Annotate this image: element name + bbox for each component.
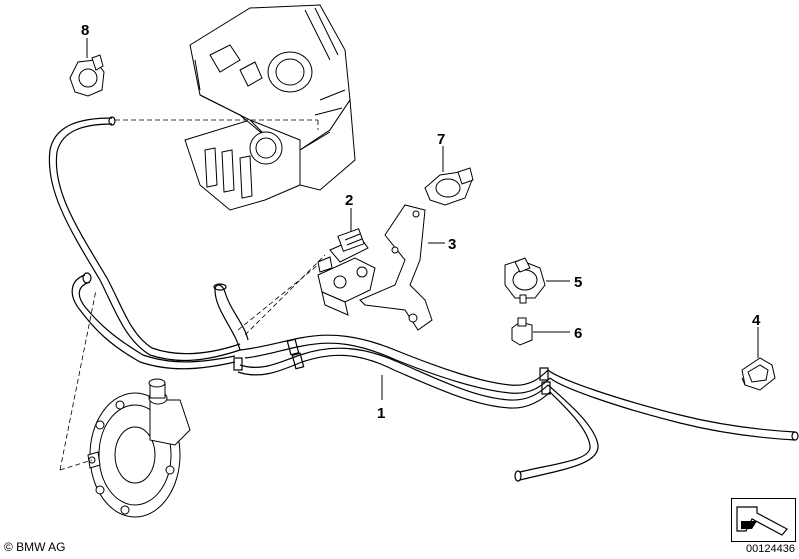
callout-6[interactable]: 6 <box>574 325 582 342</box>
callout-3[interactable]: 3 <box>448 236 456 253</box>
air-filter-housing <box>184 4 356 211</box>
bracket <box>359 204 433 331</box>
hose-clamp-part-5 <box>504 257 546 304</box>
leader-lines <box>86 38 759 400</box>
clamp-part-7 <box>424 167 474 206</box>
callout-8[interactable]: 8 <box>81 22 89 39</box>
callout-7[interactable]: 7 <box>437 131 445 148</box>
clip-part-8 <box>69 54 105 97</box>
arrow-icon-graphic <box>736 506 788 536</box>
clip-part-4 <box>741 357 776 391</box>
copyright-label: © BMW AG <box>4 540 66 554</box>
connector-part-6 <box>511 317 533 346</box>
vacuum-pump <box>87 378 191 518</box>
image-number-label: 00124436 <box>746 543 795 555</box>
dashed-reference-lines <box>59 119 326 471</box>
callout-5[interactable]: 5 <box>574 274 582 291</box>
arrow-navigation-icon[interactable] <box>731 498 796 542</box>
vacuum-hose-assembly <box>48 116 799 482</box>
callout-2[interactable]: 2 <box>345 192 353 209</box>
callout-1[interactable]: 1 <box>377 405 385 422</box>
callout-4[interactable]: 4 <box>752 312 761 329</box>
solenoid-valve <box>317 228 376 316</box>
